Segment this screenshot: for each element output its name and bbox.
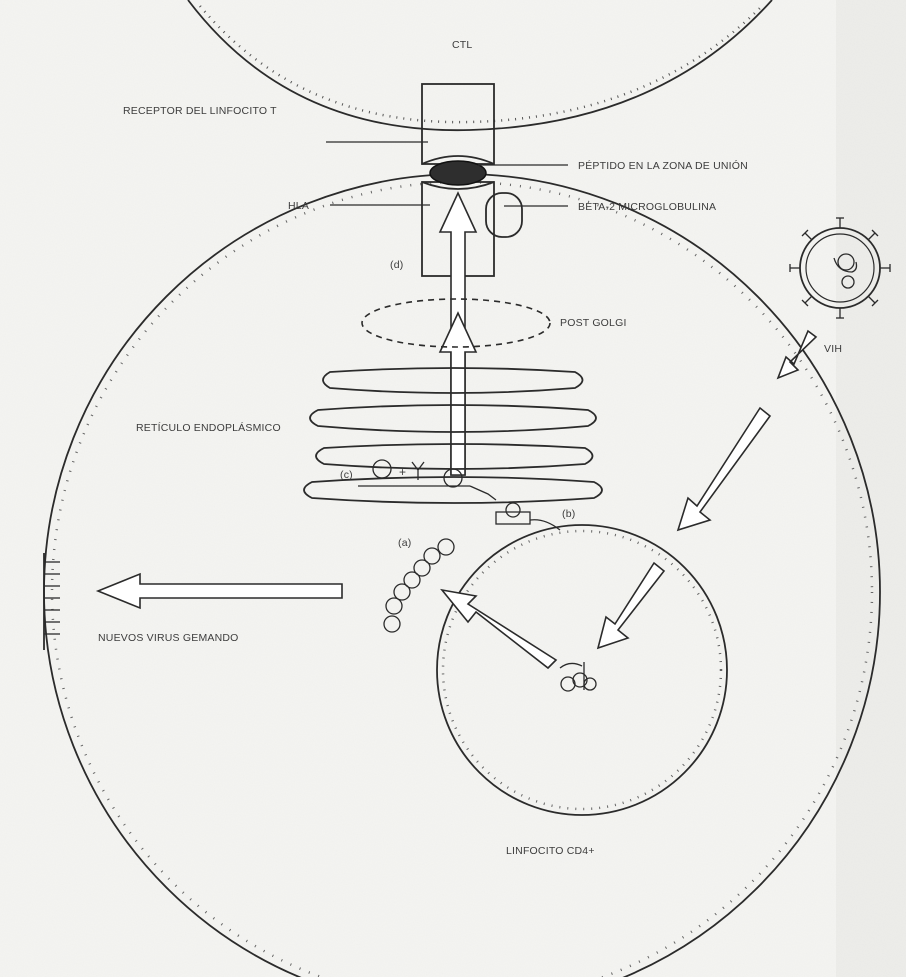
label-beta2: BETA-2 MICROGLOBULINA	[578, 201, 716, 213]
label-receptor: RECEPTOR DEL LINFOCITO T	[123, 105, 277, 117]
label-vih: VIH	[824, 343, 842, 355]
peptide	[430, 161, 486, 185]
page-edge-shadow	[836, 0, 906, 977]
label-nuevos-virus: NUEVOS VIRUS GEMANDO	[98, 632, 239, 644]
label-ctl: CTL	[452, 39, 472, 51]
svg-text:+: +	[399, 465, 406, 479]
label-b: (b)	[562, 508, 575, 520]
label-a: (a)	[398, 537, 411, 549]
label-post-golgi: POST GOLGI	[560, 317, 627, 329]
label-hla: HLA	[288, 200, 309, 212]
label-reticulo: RETÍCULO ENDOPLÁSMICO	[136, 421, 281, 434]
label-c: (c)	[340, 469, 353, 481]
label-peptido: PÉPTIDO EN LA ZONA DE UNIÓN	[578, 159, 748, 172]
label-d: (d)	[390, 259, 403, 271]
label-linfocito-cd4: LINFOCITO CD4+	[506, 845, 595, 857]
